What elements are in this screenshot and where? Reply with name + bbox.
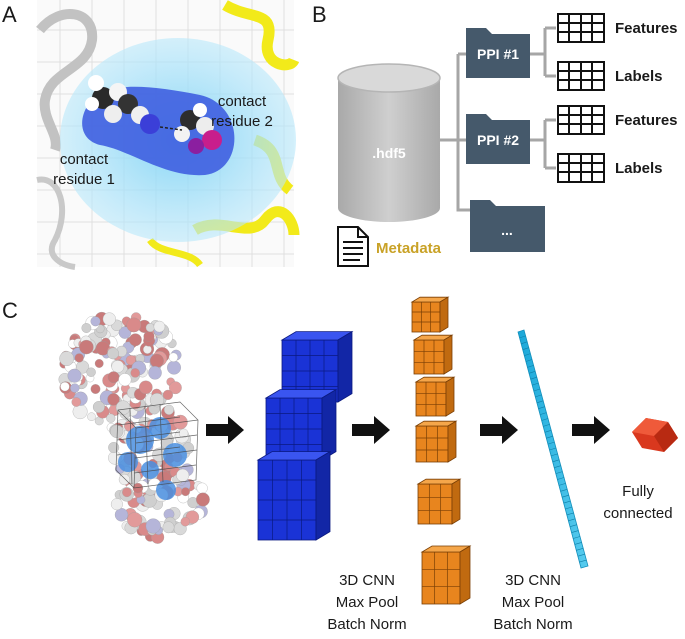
folder-ppi-2-label: PPI #2 xyxy=(477,132,519,148)
panel-b-letter: B xyxy=(312,2,327,27)
feature-map-cube xyxy=(414,376,456,417)
interface-grid-box xyxy=(115,401,199,489)
conv-stage-1-cubes xyxy=(256,330,354,541)
svg-text:connected: connected xyxy=(603,505,672,522)
panel-c: C 3D xyxy=(2,296,678,633)
flattened-vector xyxy=(517,329,589,569)
folder-more: ... xyxy=(470,200,545,252)
svg-text:residue 2: residue 2 xyxy=(211,113,273,130)
feature-map-cube xyxy=(420,545,472,605)
grey-helix xyxy=(36,9,98,270)
svg-text:Fully: Fully xyxy=(622,483,654,500)
svg-text:3D CNN: 3D CNN xyxy=(505,572,561,589)
panel-c-letter: C xyxy=(2,298,18,323)
folder-ppi-2: PPI #2 xyxy=(466,114,530,164)
database-label: .hdf5 xyxy=(372,145,406,161)
arrow-icon xyxy=(206,416,610,444)
table-label-features-2: Features xyxy=(615,112,678,129)
tree-connectors xyxy=(440,26,556,212)
folder-more-label: ... xyxy=(501,222,513,238)
stage-2-caption: 3D CNN Max Pool Batch Norm xyxy=(493,572,572,633)
residue-2-atoms xyxy=(174,103,222,154)
document-icon xyxy=(337,226,369,267)
panel-b: B .hdf5 PPI #1 PPI #2 ... xyxy=(312,2,678,267)
svg-text:3D CNN: 3D CNN xyxy=(339,572,395,589)
hdf5-database-icon xyxy=(337,63,441,222)
metadata-label: Metadata xyxy=(376,240,442,257)
feature-map-cube xyxy=(412,334,454,375)
svg-text:Batch Norm: Batch Norm xyxy=(327,616,406,633)
folder-ppi-1: PPI #1 xyxy=(466,28,530,78)
table-icon xyxy=(557,13,605,183)
table-label-labels-2: Labels xyxy=(615,160,663,177)
conv-stage-2-cubes xyxy=(410,296,472,605)
svg-text:contact: contact xyxy=(218,93,267,110)
svg-text:residue 1: residue 1 xyxy=(53,171,115,188)
table-label-labels-1: Labels xyxy=(615,68,663,85)
svg-text:Max Pool: Max Pool xyxy=(502,594,565,611)
residue-1-label: contact residue 1 xyxy=(53,151,115,188)
protein-structure xyxy=(58,311,210,544)
output-caption: Fully connected xyxy=(603,483,672,522)
feature-map-cube xyxy=(410,296,450,333)
feature-map-cube xyxy=(256,450,332,541)
contact-line xyxy=(159,126,183,131)
protein-view xyxy=(36,0,300,270)
table-label-features-1: Features xyxy=(615,20,678,37)
svg-text:Max Pool: Max Pool xyxy=(336,594,399,611)
svg-text:Batch Norm: Batch Norm xyxy=(493,616,572,633)
folder-ppi-1-label: PPI #1 xyxy=(477,46,519,62)
panel-a-letter: A xyxy=(2,2,17,27)
residue-1-atoms xyxy=(85,75,160,134)
panel-a: A xyxy=(2,0,300,270)
feature-map-cube xyxy=(416,478,462,525)
output-node xyxy=(632,418,678,452)
stage-1-caption: 3D CNN Max Pool Batch Norm xyxy=(327,572,406,633)
feature-map-cube xyxy=(264,388,338,461)
residue-2-label: contact residue 2 xyxy=(211,93,273,130)
feature-map-cube xyxy=(414,420,458,463)
svg-text:contact: contact xyxy=(60,151,109,168)
